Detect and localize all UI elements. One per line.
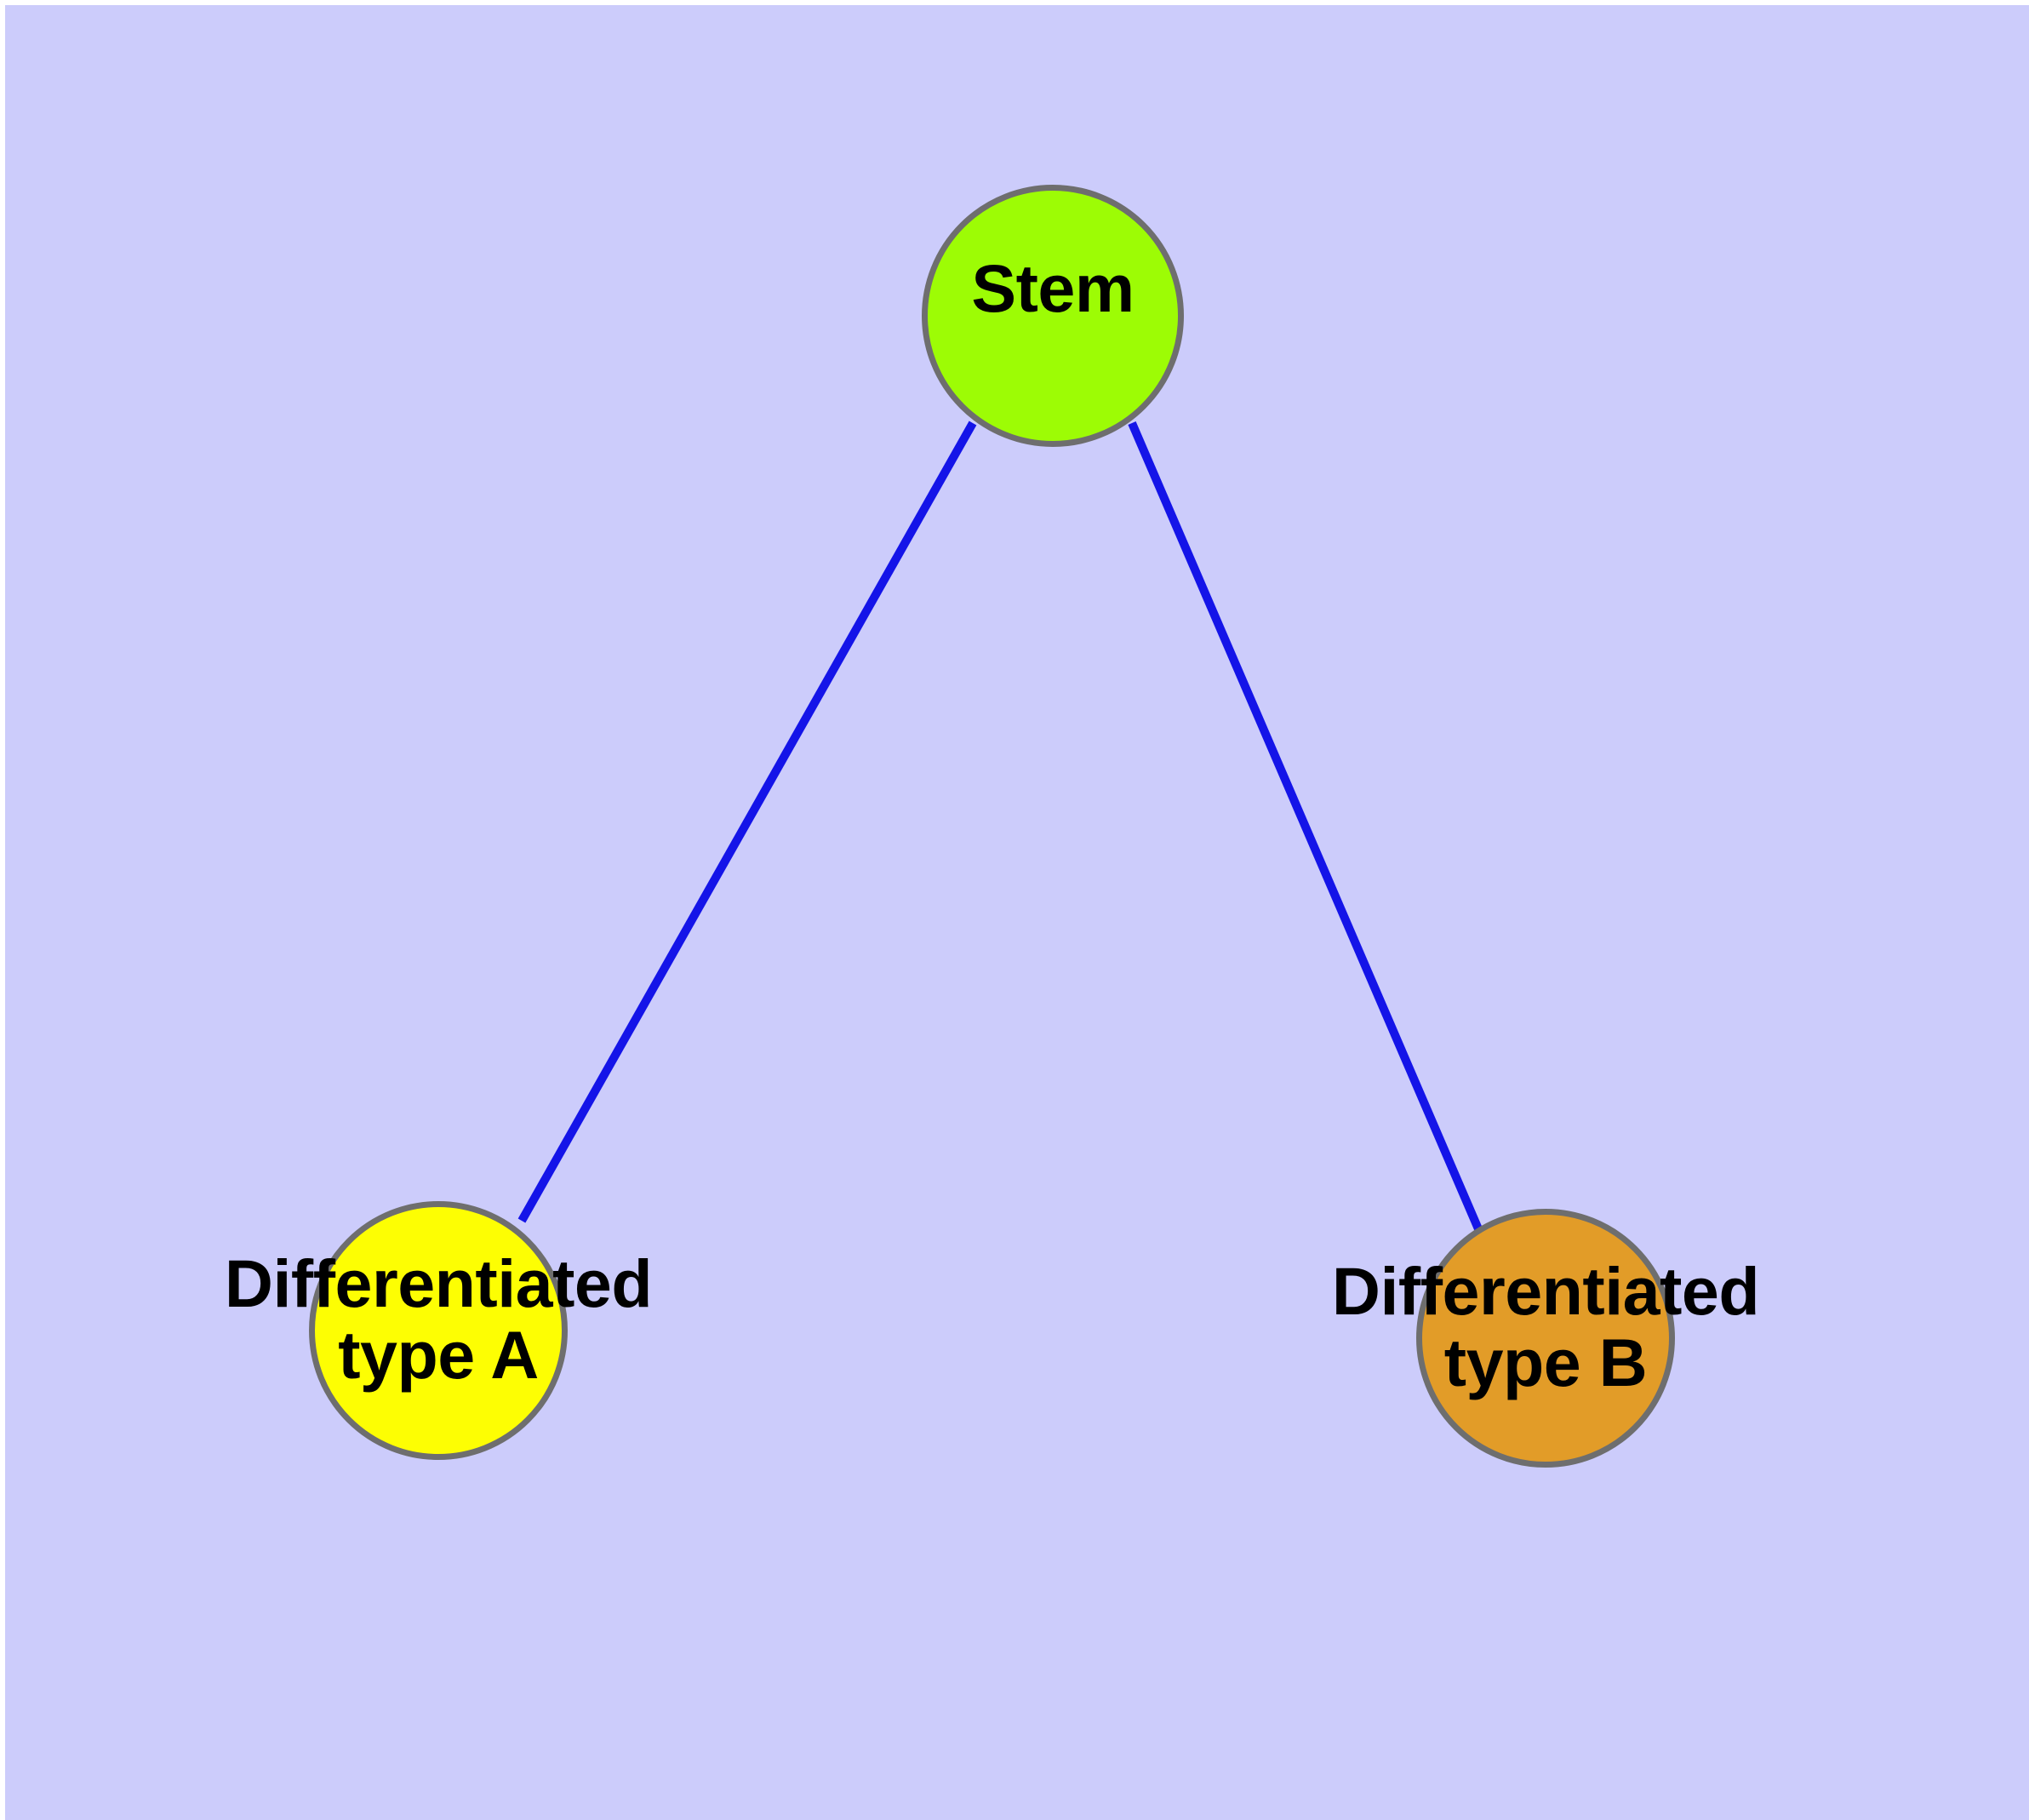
node-stem[interactable] — [922, 185, 1184, 447]
edge-stem-to-differentiated-type-b — [1128, 421, 1483, 1233]
edge-stem-to-differentiated-type-a — [517, 421, 977, 1223]
node-differentiated-type-b[interactable] — [1416, 1209, 1675, 1468]
node-differentiated-type-a[interactable] — [309, 1201, 568, 1460]
